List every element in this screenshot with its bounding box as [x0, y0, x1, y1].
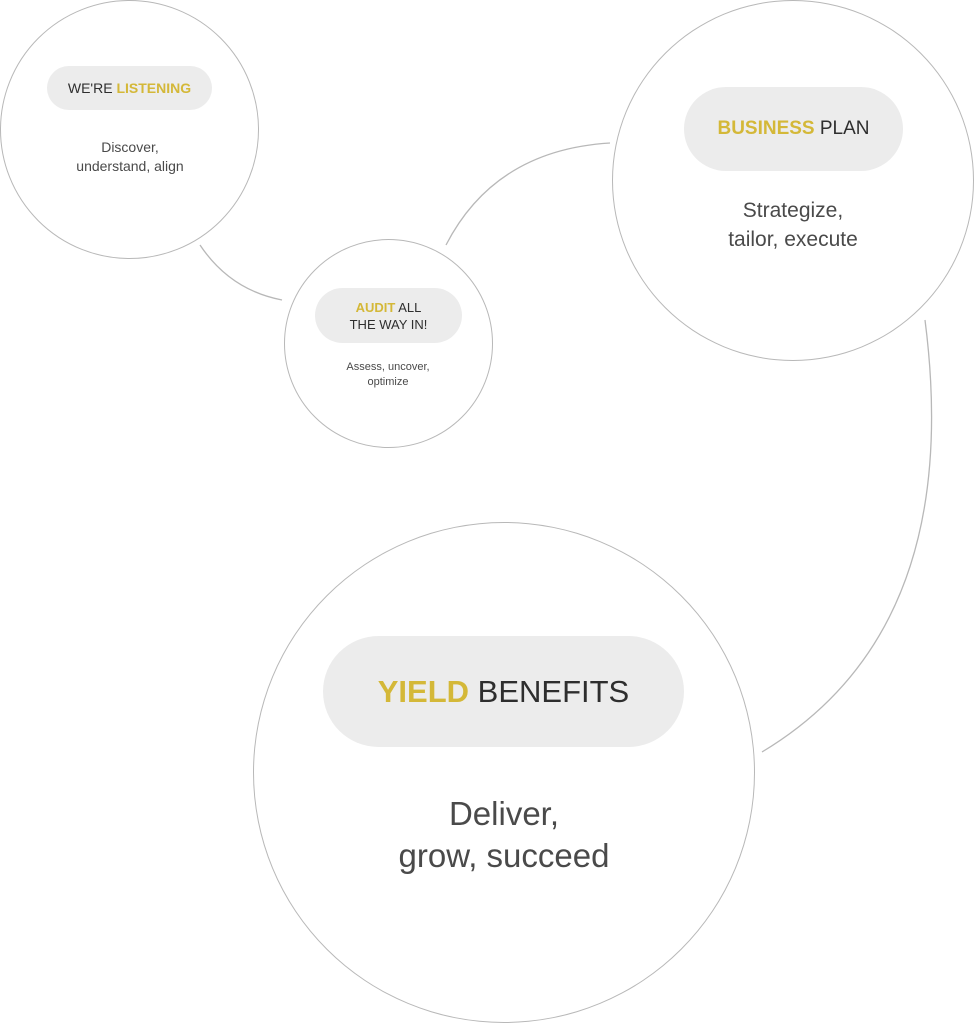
title-rest: ALL	[395, 299, 422, 315]
desc-line: understand, align	[76, 158, 184, 174]
desc-line: optimize	[367, 376, 409, 388]
step-title-listening: WE'RE LISTENING	[47, 66, 212, 110]
connector-business-yield	[761, 319, 933, 753]
step-circle-business	[612, 0, 974, 361]
desc-line: grow, succeed	[398, 837, 610, 874]
step-circle-listening	[0, 0, 259, 259]
title-highlight: AUDIT	[355, 299, 396, 315]
desc-line: Deliver,	[448, 795, 560, 832]
title-prefix: WE'RE	[67, 80, 117, 96]
step-circle-audit	[284, 239, 493, 448]
desc-line: Assess, uncover,	[346, 361, 430, 373]
connector-audit-business	[445, 142, 611, 246]
step-title-business: BUSINESS PLAN	[684, 87, 903, 171]
step-desc-yield: Deliver, grow, succeed	[344, 793, 664, 877]
title-rest: THE WAY IN!	[349, 316, 428, 332]
step-circle-yield	[253, 522, 755, 1023]
desc-line: Strategize,	[742, 199, 844, 222]
step-desc-business: Strategize, tailor, execute	[673, 196, 913, 254]
title-highlight: YIELD	[377, 673, 470, 709]
desc-line: Discover,	[101, 139, 159, 155]
title-rest: BENEFITS	[469, 673, 630, 709]
step-desc-audit: Assess, uncover, optimize	[318, 360, 458, 390]
title-highlight: BUSINESS	[717, 118, 815, 139]
step-title-yield: YIELD BENEFITS	[323, 636, 684, 747]
desc-line: tailor, execute	[728, 228, 858, 251]
title-rest: PLAN	[814, 118, 870, 139]
connector-listening-audit	[199, 244, 283, 301]
step-desc-listening: Discover, understand, align	[30, 138, 230, 176]
title-highlight: LISTENING	[116, 80, 192, 96]
